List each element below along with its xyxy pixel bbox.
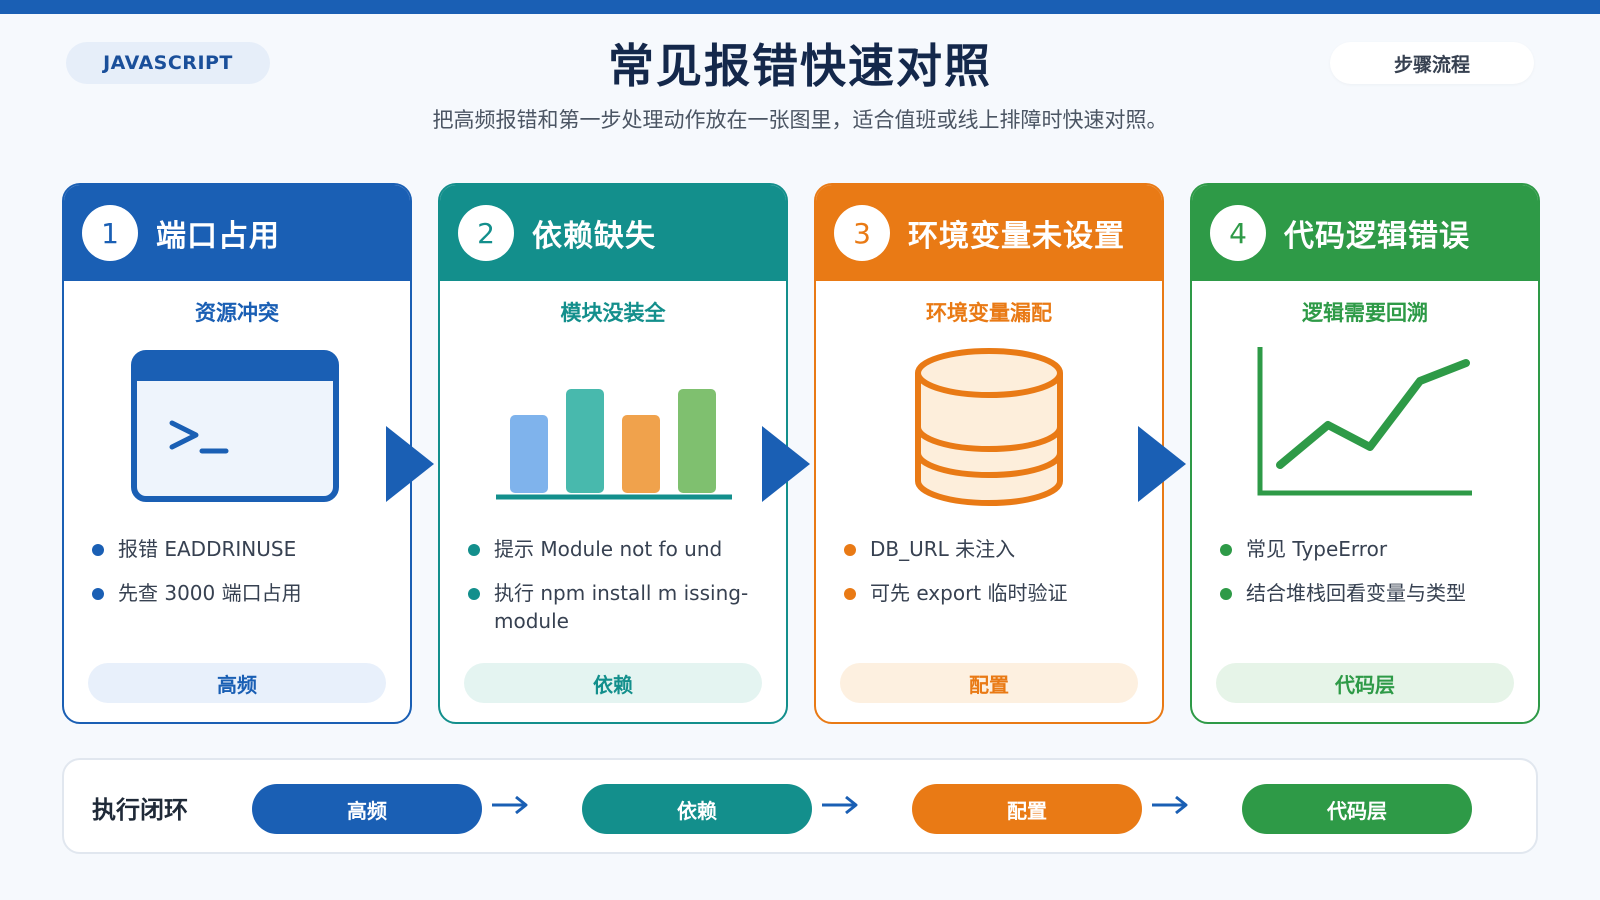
mode-tag: 步骤流程 [1330, 42, 1534, 84]
list-item: 执行 npm install m issing-module [468, 579, 768, 635]
language-tag: JAVASCRIPT [66, 42, 270, 84]
step-number: 1 [82, 205, 138, 261]
card-tag: 代码层 [1216, 663, 1514, 703]
line-chart-icon [1257, 347, 1472, 496]
card-subtitle: 逻辑需要回溯 [1302, 301, 1428, 325]
card-title: 依赖缺失 [532, 219, 656, 254]
list-item: 常见 TypeError [1220, 535, 1520, 563]
list-item: 先查 3000 端口占用 [92, 579, 392, 607]
card-bullets: 报错 EADDRINUSE 先查 3000 端口占用 [92, 535, 392, 623]
flow-step-config: 配置 [912, 784, 1142, 834]
flow-step-high-frequency: 高频 [252, 784, 482, 834]
card-header: 1 端口占用 [64, 185, 410, 281]
list-item: 提示 Module not fo und [468, 535, 768, 563]
card-title: 端口占用 [156, 219, 280, 254]
card-bullets: 提示 Module not fo und 执行 npm install m is… [468, 535, 768, 651]
database-icon [915, 348, 1063, 506]
card-title: 代码逻辑错误 [1284, 219, 1470, 254]
card-subtitle: 资源冲突 [195, 301, 279, 325]
arrow-right-icon [762, 426, 810, 502]
card-bullets: 常见 TypeError 结合堆栈回看变量与类型 [1220, 535, 1520, 623]
list-item: 报错 EADDRINUSE [92, 535, 392, 563]
arrow-right-icon [386, 426, 434, 502]
card-tag: 高频 [88, 663, 386, 703]
terminal-window-icon [131, 350, 339, 502]
card-tag: 依赖 [464, 663, 762, 703]
card-subtitle: 模块没装全 [560, 301, 666, 325]
card-bullets: DB_URL 未注入 可先 export 临时验证 [844, 535, 1144, 623]
card-header: 4 代码逻辑错误 [1192, 185, 1538, 281]
page-subtitle: 把高频报错和第一步处理动作放在一张图里，适合值班或线上排障时快速对照。 [432, 108, 1168, 132]
card-missing-dependency: 2 依赖缺失 模块没装全 提示 Module not fo und 执行 npm… [438, 183, 788, 724]
flow-panel: 执行闭环 高频 依赖 配置 代码层 [62, 758, 1538, 854]
flow-step-code-layer: 代码层 [1242, 784, 1472, 834]
card-subtitle: 环境变量漏配 [926, 301, 1052, 325]
card-port-in-use: 1 端口占用 资源冲突 报错 EADDRINUSE 先查 3000 端口占用 高… [62, 183, 412, 724]
list-item: DB_URL 未注入 [844, 535, 1144, 563]
card-header: 3 环境变量未设置 [816, 185, 1162, 281]
bar-chart-icon [496, 389, 732, 500]
top-accent-bar [0, 0, 1600, 14]
step-number: 2 [458, 205, 514, 261]
page-title: 常见报错快速对照 [608, 39, 992, 93]
list-item: 结合堆栈回看变量与类型 [1220, 579, 1520, 607]
step-number: 4 [1210, 205, 1266, 261]
arrow-right-icon [1152, 795, 1188, 815]
card-tag: 配置 [840, 663, 1138, 703]
card-title: 环境变量未设置 [908, 219, 1125, 254]
arrow-right-icon [492, 795, 528, 815]
list-item: 可先 export 临时验证 [844, 579, 1144, 607]
flow-step-dependency: 依赖 [582, 784, 812, 834]
arrow-right-icon [822, 795, 858, 815]
card-env-var-unset: 3 环境变量未设置 环境变量漏配 DB_URL 未注入 可先 export 临时… [814, 183, 1164, 724]
card-header: 2 依赖缺失 [440, 185, 786, 281]
step-number: 3 [834, 205, 890, 261]
flow-label: 执行闭环 [92, 796, 188, 824]
arrow-right-icon [1138, 426, 1186, 502]
card-logic-error: 4 代码逻辑错误 逻辑需要回溯 常见 TypeError 结合堆栈回看变量与类型… [1190, 183, 1540, 724]
